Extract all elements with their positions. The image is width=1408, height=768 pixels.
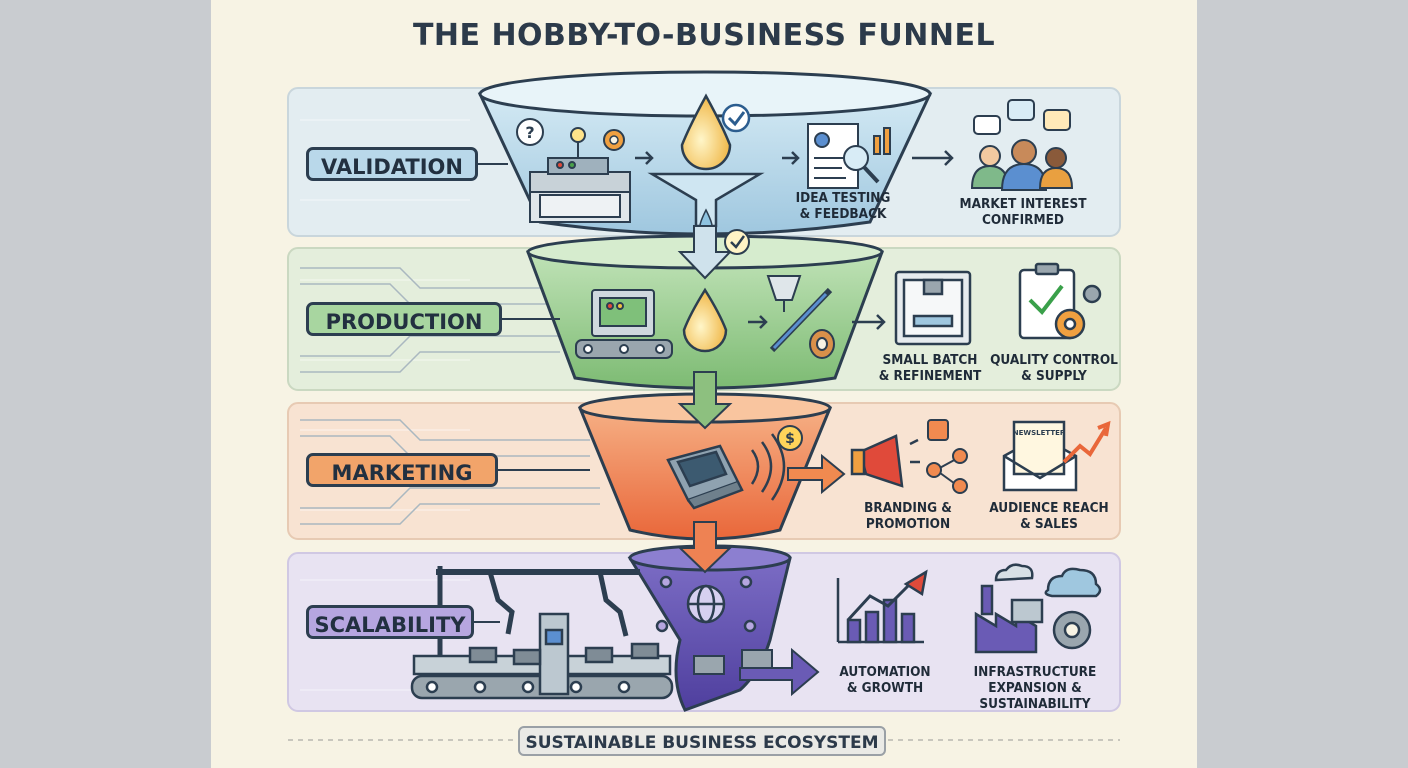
caption-audience-reach: AUDIENCE REACH & SALES xyxy=(978,500,1120,532)
caption-automation: AUTOMATION & GROWTH xyxy=(820,664,950,696)
factory-icon xyxy=(974,563,1102,654)
caption-market-interest: MARKET INTEREST CONFIRMED xyxy=(948,196,1098,228)
stage-label-validation: VALIDATION xyxy=(306,147,478,181)
page-title: THE HOBBY-TO-BUSINESS FUNNEL xyxy=(412,18,996,53)
caption-text: BRANDING & PROMOTION xyxy=(864,500,952,532)
clipboard-icon xyxy=(1018,262,1102,340)
caption-text: QUALITY CONTROL & SUPPLY xyxy=(990,352,1118,384)
stage-label-production: PRODUCTION xyxy=(306,302,502,336)
soldering-iron-icon xyxy=(766,275,835,359)
workbench-icon xyxy=(529,127,631,223)
megaphone-icon xyxy=(850,434,920,488)
svg-text:$: $ xyxy=(785,431,795,447)
caption-text: AUTOMATION & GROWTH xyxy=(839,664,931,696)
report-icon xyxy=(807,123,891,189)
arrow-right-icon-5 xyxy=(852,314,886,330)
signal-waves-icon xyxy=(750,433,786,501)
stage-label-marketing: MARKETING xyxy=(306,453,498,487)
arrow-right-icon-4 xyxy=(748,315,768,329)
label-connectors xyxy=(474,163,590,623)
caption-quality-control: QUALITY CONTROL & SUPPLY xyxy=(984,352,1124,384)
machine-icon xyxy=(575,289,673,359)
caption-branding: BRANDING & PROMOTION xyxy=(846,500,970,532)
check-icon-2 xyxy=(724,229,750,255)
caption-text: INFRASTRUCTURE EXPANSION & SUSTAINABILIT… xyxy=(973,664,1097,712)
stage-label-scalability: SCALABILITY xyxy=(306,605,474,639)
arrow-right-icon xyxy=(635,151,654,165)
globe-icon xyxy=(655,575,757,633)
device-icon xyxy=(666,444,744,510)
newsletter-icon xyxy=(1002,420,1111,492)
arrow-right-icon-3 xyxy=(912,150,954,166)
caption-text: IDEA TESTING & FEEDBACK xyxy=(795,190,891,222)
caption-text: SMALL BATCH & REFINEMENT xyxy=(878,352,982,384)
newsletter-text: NEWSLETTER xyxy=(1013,429,1066,437)
footer-badge: SUSTAINABLE BUSINESS ECOSYSTEM xyxy=(518,726,886,756)
people-icon xyxy=(970,99,1074,191)
check-icon xyxy=(721,103,751,133)
down-arrows xyxy=(677,225,733,574)
share-icon xyxy=(926,419,968,494)
question-icon: ? xyxy=(516,118,544,146)
caption-text: MARKET INTEREST CONFIRMED xyxy=(959,196,1087,228)
arrow-right-icon-7 xyxy=(739,647,820,697)
gear-icon xyxy=(603,129,625,151)
caption-infrastructure: INFRASTRUCTURE EXPANSION & SUSTAINABILIT… xyxy=(960,664,1110,712)
assembly-line-icon xyxy=(410,566,674,700)
svg-text:?: ? xyxy=(525,123,534,142)
3d-printer-icon xyxy=(894,270,972,346)
caption-small-batch: SMALL BATCH & REFINEMENT xyxy=(870,352,990,384)
caption-text: AUDIENCE REACH & SALES xyxy=(989,500,1109,532)
caption-idea-testing: IDEA TESTING & FEEDBACK xyxy=(778,190,908,222)
drop-icon-1 xyxy=(680,93,732,171)
drop-icon-2 xyxy=(682,287,728,353)
arrow-right-icon-2 xyxy=(782,151,800,165)
chip-icon xyxy=(693,649,773,675)
growth-chart-icon xyxy=(836,569,928,644)
coin-icon: $ xyxy=(777,425,803,451)
arrow-right-icon-6 xyxy=(787,453,846,495)
